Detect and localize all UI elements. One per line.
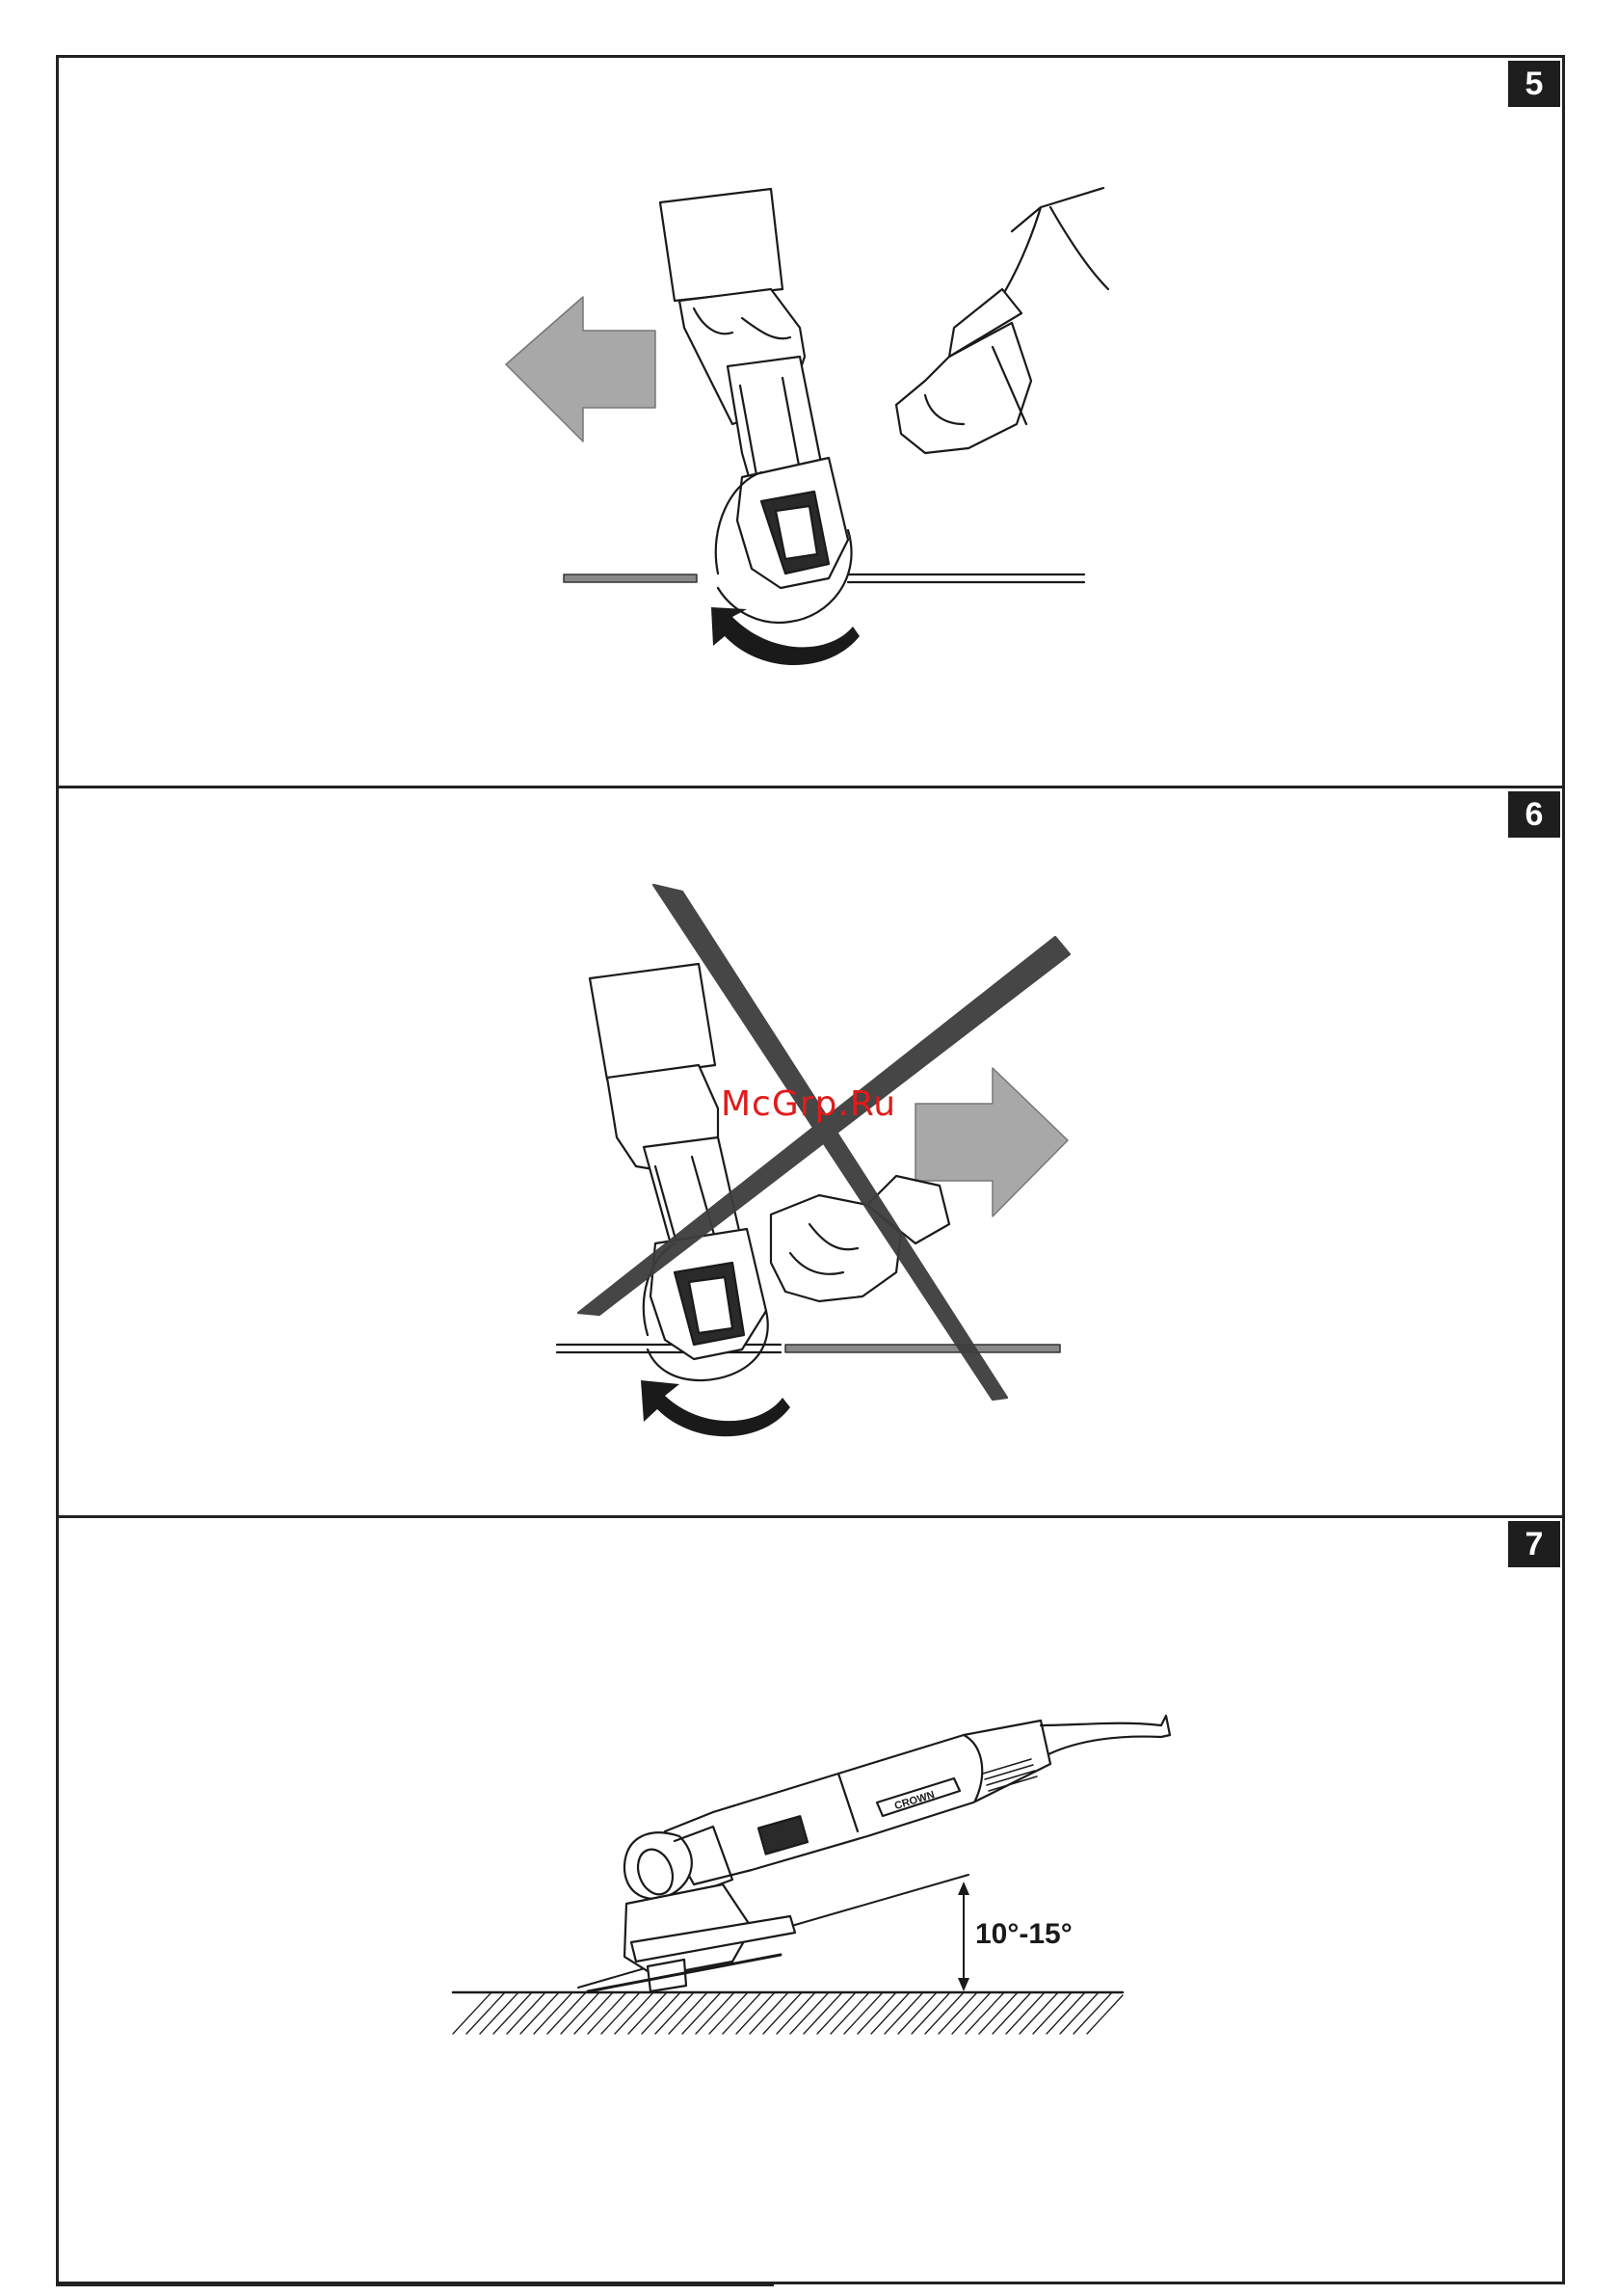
left-glove — [590, 964, 715, 1080]
rotation-arrow-icon — [711, 607, 860, 665]
left-glove — [660, 189, 782, 301]
workpiece-plate — [785, 1345, 1060, 1352]
surface-hatching — [453, 1992, 1123, 2034]
footer-rule — [56, 2284, 774, 2286]
figure-7-illustration: CROWN — [453, 1716, 1170, 2034]
workpiece-plate — [564, 574, 697, 582]
angle-grinder-side-view: CROWN — [588, 1716, 1170, 1991]
angle-label: 10°-15° — [975, 1918, 1073, 1951]
rotation-arrow-icon — [641, 1380, 790, 1436]
figure-5-illustration — [506, 188, 1108, 665]
right-arm — [1012, 188, 1103, 231]
direction-arrow-left-icon — [506, 297, 655, 441]
watermark-text: McGrp.Ru — [721, 1084, 896, 1124]
figure-6-illustration — [557, 885, 1070, 1436]
